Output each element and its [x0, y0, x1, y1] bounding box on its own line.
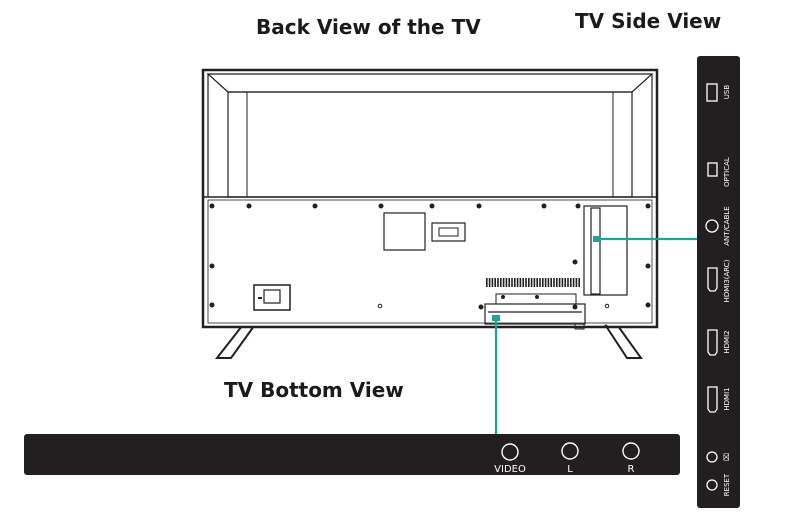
vent-slot	[561, 278, 564, 287]
tv-body-outline	[201, 68, 659, 329]
vent-slot	[553, 278, 555, 287]
vent-slot	[564, 278, 566, 287]
headphone-icon: ⌧	[723, 453, 731, 461]
video-jack	[501, 443, 519, 461]
callout-lines	[494, 237, 697, 434]
r-port-label: R	[628, 464, 635, 475]
vent-slot	[558, 278, 561, 287]
side-view-ports	[705, 83, 719, 491]
bottom-view-panel	[24, 434, 680, 475]
ant-cable-port	[705, 219, 719, 233]
side-callout-marker	[593, 236, 599, 242]
l-port-label: L	[567, 464, 573, 475]
reset-button	[706, 479, 718, 491]
vent-slot	[525, 278, 527, 287]
optical-port	[707, 162, 718, 177]
vent-slot	[572, 278, 575, 287]
r-audio-jack	[622, 442, 640, 460]
vent-slot	[536, 278, 538, 287]
vent-slot	[511, 278, 513, 287]
side-view-panel	[697, 56, 740, 508]
tv-side-port-bay	[583, 205, 628, 296]
tv-service-port	[431, 222, 466, 242]
vent-slot	[567, 278, 569, 287]
tv-vent-slots	[486, 278, 580, 287]
bottom-view-title: TV Bottom View	[224, 378, 404, 402]
optical-label: OPTICAL	[723, 157, 731, 187]
vent-slot	[494, 278, 496, 287]
vent-slot	[570, 278, 572, 287]
headphone-port	[706, 451, 718, 463]
hdmi3-label: HDMI3(ARC)	[723, 259, 731, 302]
vent-slot	[530, 278, 533, 287]
vent-slot	[500, 278, 502, 287]
tv-screws	[209, 203, 651, 328]
vent-slot	[533, 278, 536, 287]
hdmi1-port	[707, 386, 718, 413]
bottom-callout-marker	[492, 315, 500, 321]
side-view-title: TV Side View	[575, 9, 722, 33]
vent-slot	[578, 278, 580, 287]
vent-slot	[488, 278, 491, 287]
vent-slot	[556, 278, 558, 287]
vent-slot	[539, 278, 541, 287]
tv-power-socket	[253, 284, 291, 311]
vent-slot	[575, 278, 578, 287]
hdmi3-port	[707, 267, 718, 292]
vent-slot	[505, 278, 508, 287]
usb-label: USB	[723, 85, 731, 100]
video-port-label: VIDEO	[494, 464, 526, 475]
vent-slot	[542, 278, 544, 287]
ant-cable-label: ANT/CABLE	[723, 206, 731, 245]
hdmi2-port	[707, 329, 718, 356]
vent-slot	[519, 278, 522, 287]
vent-slot	[544, 278, 547, 287]
vent-slot	[550, 278, 552, 287]
back-view-title: Back View of the TV	[256, 15, 481, 39]
hdmi1-label: HDMI1	[723, 387, 731, 410]
tv-right-leg	[604, 325, 643, 359]
reset-label: RESET	[723, 473, 731, 496]
tv-left-leg	[214, 325, 256, 359]
vent-slot	[528, 278, 530, 287]
vent-slot	[516, 278, 519, 287]
vent-slot	[486, 278, 488, 287]
tv-label-plate	[383, 212, 426, 251]
vent-slot	[547, 278, 550, 287]
tv-back-illustration	[201, 68, 659, 359]
vent-slot	[508, 278, 510, 287]
bottom-view-jacks	[501, 442, 640, 461]
vent-slot	[522, 278, 524, 287]
vent-slot	[502, 278, 505, 287]
vent-slot	[514, 278, 516, 287]
vent-slot	[497, 278, 499, 287]
l-audio-jack	[561, 442, 579, 460]
usb-port	[706, 83, 718, 102]
vent-slot	[491, 278, 494, 287]
hdmi2-label: HDMI2	[723, 330, 731, 353]
